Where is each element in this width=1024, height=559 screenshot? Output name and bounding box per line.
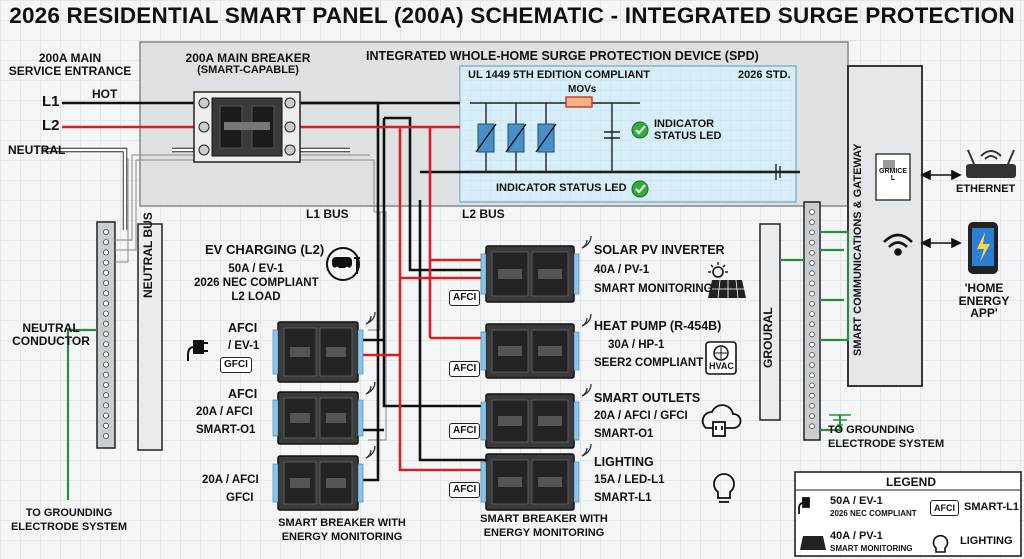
outlets-title: SMART OUTLETS (594, 391, 701, 405)
solar-panel-icon (708, 262, 746, 299)
breaker-outlets (480, 393, 580, 449)
afci-badge-heatpump: AFCI (449, 361, 481, 377)
legend-afci-badge: AFCI (930, 500, 959, 516)
legend-lighting: LIGHTING (960, 535, 1013, 547)
afci-badge-outlets: AFCI (449, 423, 481, 439)
outlets-rating: 20A / AFCI / GFCI (594, 410, 688, 422)
neutral-bus-label: NEUTRAL BUS (141, 212, 155, 298)
ground-bus-label: GROURAL (761, 307, 775, 368)
cloud-outlet-icon (701, 404, 742, 437)
l2-label: L2 (42, 117, 60, 134)
lighting-title: LIGHTING (594, 455, 654, 469)
plug-icon (187, 340, 208, 361)
spd-title: INTEGRATED WHOLE-HOME SURGE PROTECTION D… (366, 49, 759, 63)
afci-badge-lighting: AFCI (449, 482, 481, 498)
ev-charging-title: EV CHARGING (L2) (205, 242, 325, 257)
solar-monitoring: SMART MONITORING (594, 283, 713, 295)
legend-ev-1: 50A / EV-1 (830, 495, 883, 507)
wifi-icon (883, 233, 913, 256)
legend-smart-l1: SMART-L1 (964, 501, 1019, 513)
legend-ev-2: 2026 NEC COMPLIANT (830, 509, 917, 518)
breaker-gfci (272, 455, 364, 511)
hvac-label: HVAC (709, 361, 734, 371)
c2-circuit-id: SMART-O1 (196, 424, 256, 436)
c3-detail: 20A / AFCI (202, 474, 259, 486)
neutral-label: NEUTRAL (8, 143, 66, 157)
router-icon (966, 149, 1016, 178)
legend-box (794, 471, 1022, 557)
legend-title: LEGEND (886, 475, 937, 489)
ev-charging-details: 50A / EV-1 2026 NEC COMPLIANT L2 LOAD (194, 263, 319, 304)
ev-charger-icon (326, 247, 360, 281)
c2-title: AFCI (228, 387, 258, 401)
page-title: 2026 RESIDENTIAL SMART PANEL (200A) SCHE… (9, 3, 1015, 28)
gateway-label: SMART COMMUNICATIONS & GATEWAY (852, 143, 864, 356)
lighting-circuit-id: SMART-L1 (594, 492, 652, 504)
phone-icon (968, 222, 998, 274)
indicator-bottom-label: INDICATOR STATUS LED (496, 182, 627, 194)
legend-bulb-icon (932, 534, 949, 553)
breaker-heatpump (480, 323, 580, 379)
afci-badge-solar: AFCI (449, 290, 481, 306)
l1-bus-label: L1 BUS (306, 207, 349, 221)
heatpump-rating: 30A / HP-1 (608, 339, 665, 351)
heatpump-compliance: SEER2 COMPLIANT (594, 357, 704, 369)
l2-bus-label: L2 BUS (462, 207, 505, 221)
heatpump-title: HEAT PUMP (R-454B) (594, 319, 722, 333)
breaker-afci (272, 391, 364, 445)
gfci-badge: GFCI (220, 357, 252, 373)
solar-rating: 40A / PV-1 (594, 264, 650, 276)
gateway-module (875, 153, 911, 201)
ethernet-label: ETHERNET (956, 183, 1016, 195)
legend-solar-icon (800, 536, 826, 550)
c1-title: AFCI (228, 321, 258, 335)
legend-plug-icon (798, 497, 810, 514)
spd-compliance: UL 1449 5TH EDITION COMPLIANT (468, 69, 650, 81)
main-breaker (193, 91, 301, 163)
gateway-column (847, 65, 923, 387)
legend-pv-2: SMART MONITORING (830, 544, 913, 553)
hvac-icon (705, 341, 737, 375)
lighting-rating: 15A / LED-L1 (594, 474, 665, 486)
spd-standard: 2026 STD. (738, 69, 791, 81)
ground-terminal-bar (803, 201, 821, 441)
main-breaker-label: 200A MAIN BREAKER(SMART-CAPABLE) (185, 51, 311, 76)
legend-pv-1: 40A / PV-1 (830, 530, 883, 542)
l1-label: L1 (42, 93, 60, 110)
c2-detail: 20A / AFCI (196, 406, 253, 418)
outlets-circuit-id: SMART-O1 (594, 428, 654, 440)
solar-title: SOLAR PV INVERTER (594, 243, 725, 257)
lightbulb-icon (713, 473, 735, 503)
neutral-bus-label-bar (137, 223, 163, 451)
hot-label: HOT (92, 87, 118, 101)
c3-gfci: GFCI (226, 492, 254, 504)
breaker-solar (480, 245, 580, 303)
breaker-ev (272, 321, 364, 383)
ground-bus-bar (759, 223, 781, 421)
spd-circuit (470, 96, 800, 180)
breaker-lighting (480, 453, 580, 511)
movs-label: MOVs (568, 84, 597, 95)
c1-detail: / EV-1 (228, 340, 260, 352)
